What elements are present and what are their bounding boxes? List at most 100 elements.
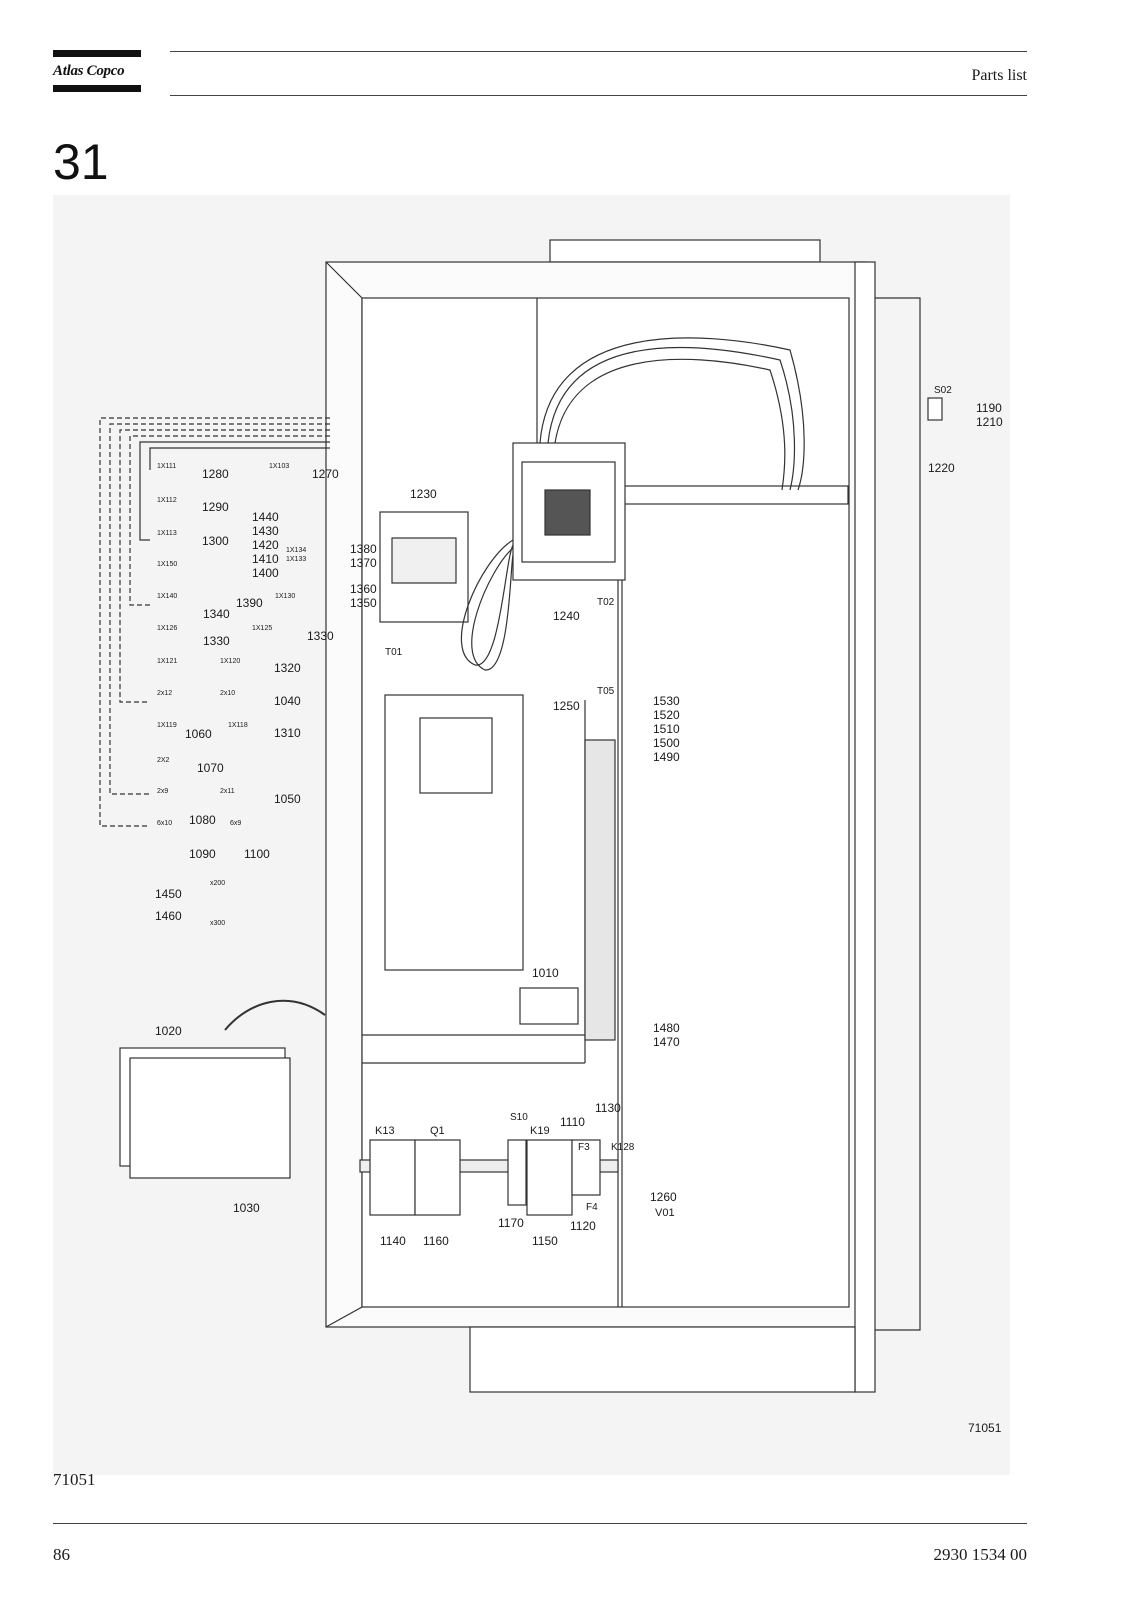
callout-label: 1X126 <box>157 625 177 632</box>
callout-label: 1480 <box>653 1021 680 1035</box>
callout-label: 1120 <box>570 1219 596 1233</box>
callout-label: 1050 <box>274 792 301 806</box>
callout-label: 1X113 <box>157 530 177 537</box>
callout-label: T02 <box>597 597 615 608</box>
callout-label: 1100 <box>244 847 270 861</box>
callout-label: 1040 <box>274 694 301 708</box>
callout-label: 1X130 <box>275 593 295 600</box>
callout-label: 1380 <box>350 542 377 556</box>
callout-label: 1440 <box>252 510 279 524</box>
callout-label: 1420 <box>252 538 279 552</box>
callout-label: T05 <box>597 686 615 697</box>
callout-label: 1150 <box>532 1234 558 1248</box>
callout-label: 1020 <box>155 1024 182 1038</box>
callout-label: 2X2 <box>157 757 170 764</box>
callout-label: 2x10 <box>220 690 235 697</box>
callout-label: 1130 <box>595 1101 621 1115</box>
drawing-id-label: 71051 <box>968 1421 1002 1435</box>
callout-label: 1190 <box>976 401 1002 415</box>
page-number: 86 <box>53 1545 70 1564</box>
callout-label: 1250 <box>553 699 580 713</box>
callout-label: 1170 <box>498 1216 524 1230</box>
callout-label: 1280 <box>202 467 229 481</box>
callout-label: 1X119 <box>157 722 177 729</box>
callout-label: 1X121 <box>157 658 177 665</box>
callout-label: S10 <box>510 1112 528 1123</box>
callout-label: 1X118 <box>228 722 248 729</box>
callout-label: x200 <box>210 880 225 887</box>
callout-label: 2x12 <box>157 690 172 697</box>
callout-label: 1470 <box>653 1035 680 1049</box>
callout-label: 1520 <box>653 708 680 722</box>
callout-label: 1510 <box>653 722 680 736</box>
callout-label: 1530 <box>653 694 680 708</box>
callout-label: 1160 <box>423 1234 449 1248</box>
callout-label: 1350 <box>350 596 377 610</box>
callout-label: 2x9 <box>157 788 168 795</box>
document-number: 2930 1534 00 <box>933 1545 1028 1564</box>
callout-label: 1230 <box>410 487 437 501</box>
callout-label: 1260 <box>650 1190 677 1204</box>
callout-label: 1X112 <box>157 497 177 504</box>
callout-label: 1270 <box>312 467 339 481</box>
callout-label: 1X133 <box>286 556 306 563</box>
callout-label: 1060 <box>185 727 212 741</box>
callout-label: Q1 <box>430 1125 445 1137</box>
callout-label: 1370 <box>350 556 377 570</box>
logo-bar-top <box>53 50 141 57</box>
callout-label: 1140 <box>380 1234 406 1248</box>
callout-label: 1460 <box>155 909 182 923</box>
callout-label: S02 <box>934 385 952 396</box>
callout-label: 1030 <box>233 1201 260 1215</box>
callout-label: 1330 <box>203 634 230 648</box>
callout-label: 1320 <box>274 661 301 675</box>
callout-label: 2x11 <box>220 788 235 795</box>
callout-label: 1490 <box>653 750 680 764</box>
callout-label: 1X140 <box>157 593 177 600</box>
callout-label: 1220 <box>928 461 955 475</box>
logo-bar-bottom <box>53 85 141 92</box>
callout-label: 1110 <box>560 1115 585 1129</box>
callout-label: F4 <box>586 1202 598 1213</box>
callout-label: 6x9 <box>230 820 241 827</box>
callout-label: 1080 <box>189 813 216 827</box>
callout-label: 1330 <box>307 629 334 643</box>
callout-label: 1290 <box>202 500 229 514</box>
callout-label: V01 <box>655 1207 675 1219</box>
callout-label: 1340 <box>203 607 230 621</box>
callout-label: 1360 <box>350 582 377 596</box>
callout-label: 1X150 <box>157 561 177 568</box>
header-rule-top <box>170 51 1027 52</box>
figure-number: 31 <box>53 134 109 190</box>
callout-label: 1X120 <box>220 658 240 665</box>
callout-label: K128 <box>611 1142 635 1153</box>
footer-rule <box>53 1523 1027 1524</box>
section-title: Parts list <box>971 67 1027 84</box>
callout-label: 1500 <box>653 736 680 750</box>
callout-label: 1210 <box>976 415 1003 429</box>
callout-label: K13 <box>375 1125 395 1137</box>
callout-label: 1070 <box>197 761 224 775</box>
callout-label: 1090 <box>189 847 216 861</box>
callout-label: 1430 <box>252 524 279 538</box>
technical-drawing: 1X111 1280 1X103 1270 1X112 1290 1X113 1… <box>53 195 1010 1475</box>
callout-label: 6x10 <box>157 820 172 827</box>
callout-label: 1400 <box>252 566 279 580</box>
header-rule-bottom <box>170 95 1027 96</box>
callout-label: 1X125 <box>252 625 272 632</box>
callout-label: 1450 <box>155 887 182 901</box>
callout-label: F3 <box>578 1142 590 1153</box>
callout-label: 1010 <box>532 966 559 980</box>
callout-label: T01 <box>385 647 403 658</box>
callout-label: 1300 <box>202 534 229 548</box>
callout-label: 1410 <box>252 552 279 566</box>
cabinet-diagram: 1X111 1280 1X103 1270 1X112 1290 1X113 1… <box>99 239 1003 1435</box>
callout-label: 1310 <box>274 726 301 740</box>
callout-label: 1X134 <box>286 547 306 554</box>
callout-label: 1240 <box>553 609 580 623</box>
callout-label: 1X103 <box>269 463 289 470</box>
figure-code: 71051 <box>53 1470 96 1489</box>
brand-logo: Atlas Copco <box>53 63 125 79</box>
callout-label: K19 <box>530 1125 550 1137</box>
callout-label: 1390 <box>236 596 263 610</box>
